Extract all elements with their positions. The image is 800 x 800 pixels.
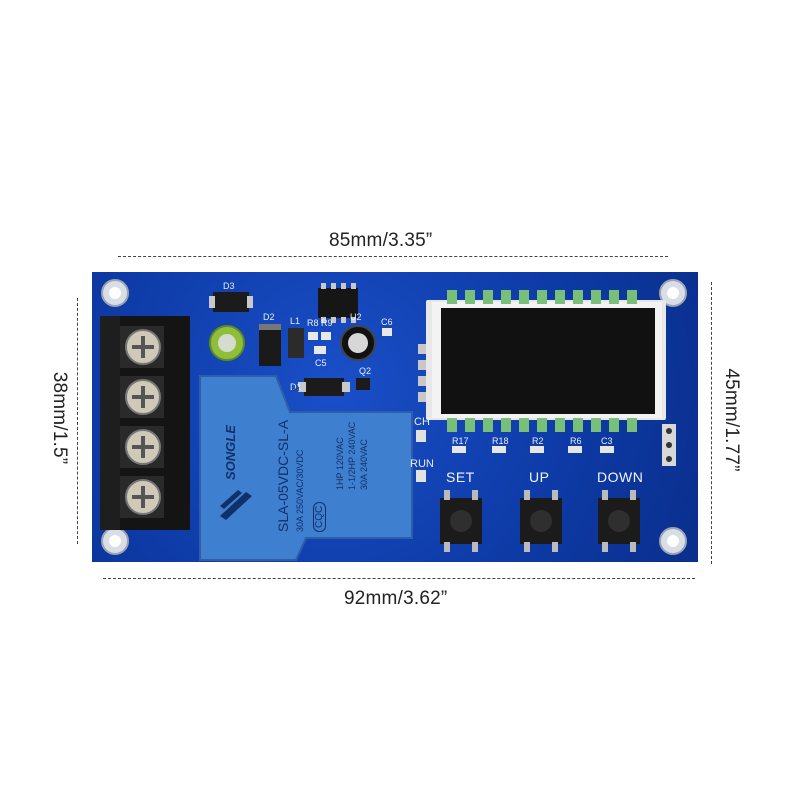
- label-r2: R2: [532, 436, 544, 446]
- label-run: RUN: [410, 458, 434, 470]
- top-dimension-line: [118, 256, 668, 257]
- diode-d3: [213, 292, 249, 312]
- relay-rating-1: 30A 250VAC/30VDC: [295, 449, 305, 532]
- label-r8: R8: [307, 318, 319, 328]
- relay-cqc-mark: CQC: [313, 501, 326, 532]
- left-dimension-line: [77, 298, 78, 544]
- down-button-label: DOWN: [597, 469, 644, 485]
- led-ch: [416, 430, 426, 442]
- label-d3: D3: [223, 281, 235, 291]
- label-r6: R6: [570, 436, 582, 446]
- bottom-dimension-label: 92mm/3.62”: [344, 588, 448, 609]
- label-c5: C5: [315, 358, 327, 368]
- terminal-screw-3: [120, 426, 164, 468]
- label-r17: R17: [452, 436, 469, 446]
- label-r9: R9: [321, 318, 333, 328]
- label-ch: CH: [414, 416, 430, 428]
- songle-logo: [220, 490, 252, 520]
- relay: [199, 375, 413, 561]
- relay-rating-2: 1HP 120VAC: [335, 437, 345, 490]
- label-c6: C6: [381, 317, 393, 327]
- mounting-hole-top-left: [101, 279, 129, 307]
- bottom-dimension-line: [103, 578, 695, 579]
- relay-rating-3: 1-1/2HP 240VAC: [347, 421, 357, 490]
- terminal-screw-1: [120, 326, 164, 368]
- diode-d1: [304, 378, 344, 396]
- right-dimension-line: [711, 282, 712, 564]
- ic-chip: [318, 283, 358, 323]
- label-c3: C3: [601, 436, 613, 446]
- transistor-q2: [356, 378, 370, 390]
- relay-pin-number: 1: [291, 386, 302, 392]
- lcd-pins-bottom: [447, 418, 637, 432]
- mounting-hole-bottom-left: [101, 527, 129, 555]
- inductor-l1: [288, 328, 304, 358]
- down-button-body: [598, 490, 640, 552]
- lcd-side-pins: [418, 344, 430, 402]
- capacitor-electrolytic: [340, 325, 376, 361]
- label-u2: U2: [350, 312, 362, 322]
- label-d2: D2: [263, 312, 275, 322]
- set-button-label: SET: [446, 469, 475, 485]
- mounting-hole-bottom-right: [659, 527, 687, 555]
- terminal-screw-4: [120, 476, 164, 518]
- diode-d2: [259, 324, 281, 366]
- screw-terminal-block: [100, 316, 190, 530]
- relay-rating-4: 30A 240VAC: [359, 439, 369, 490]
- mounting-hole-top-right: [659, 279, 687, 307]
- label-r18: R18: [492, 436, 509, 446]
- up-button-label: UP: [529, 469, 550, 485]
- set-button-body: [440, 490, 482, 552]
- terminal-screw-2: [120, 376, 164, 418]
- led-run: [416, 470, 426, 482]
- label-d1: D1: [290, 382, 302, 392]
- capacitor-green: [209, 325, 245, 361]
- lcd-pins-top: [447, 290, 637, 304]
- up-button-body: [520, 490, 562, 552]
- relay-model: SLA-05VDC-SL-A: [275, 419, 291, 532]
- label-l1: L1: [290, 316, 301, 326]
- label-q2: Q2: [359, 366, 372, 376]
- relay-brand: SONGLE: [223, 425, 238, 480]
- lcd-display: [426, 300, 666, 420]
- top-dimension-label: 85mm/3.35”: [329, 230, 433, 251]
- right-header: [662, 424, 676, 466]
